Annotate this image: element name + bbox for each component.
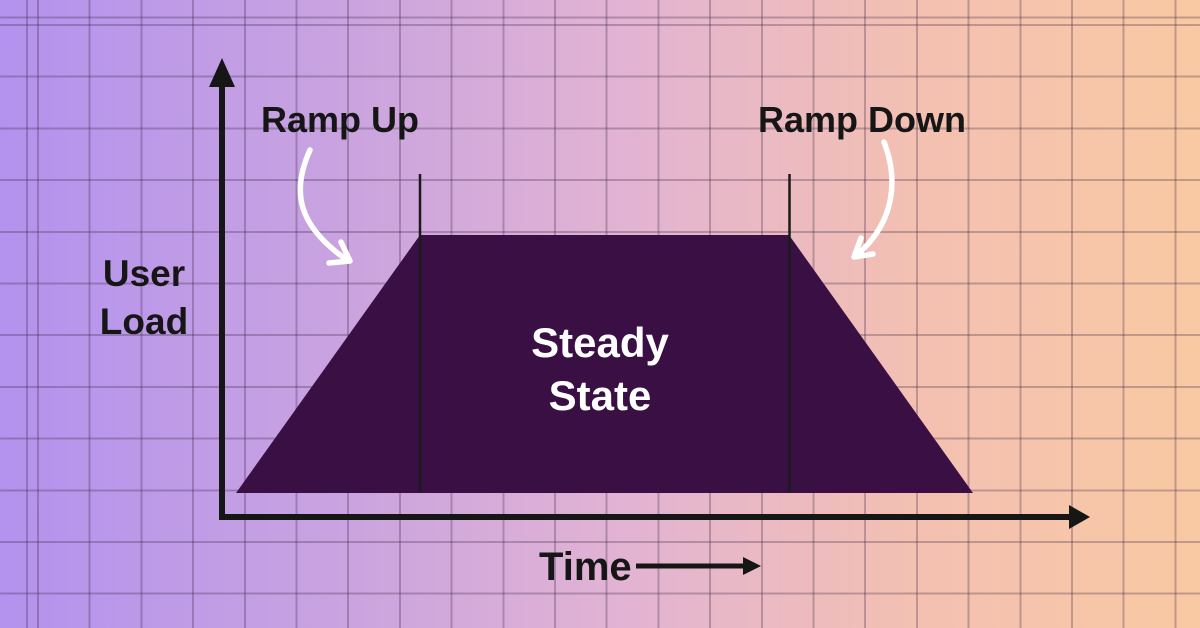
ramp-down-label: Ramp Down	[757, 99, 967, 140]
steady-state-label-line1: Steady	[531, 319, 669, 366]
steady-state-label: Steady State	[531, 316, 669, 422]
x-axis-arrowhead-icon	[1069, 505, 1090, 529]
x-axis-label: Time	[539, 545, 632, 589]
time-direction-arrowhead-icon	[743, 557, 761, 575]
ramp-down-annotation-arrow-icon	[851, 139, 895, 260]
steady-state-label-line2: State	[548, 372, 652, 419]
y-axis-label: User Load	[100, 250, 188, 346]
y-axis-arrowhead-icon	[209, 58, 235, 87]
y-axis-label-line1: User	[102, 253, 186, 294]
ramp-up-annotation-arrow-icon	[297, 147, 353, 266]
y-axis-label-line2: Load	[99, 301, 189, 342]
ramp-up-label: Ramp Up	[260, 99, 420, 140]
